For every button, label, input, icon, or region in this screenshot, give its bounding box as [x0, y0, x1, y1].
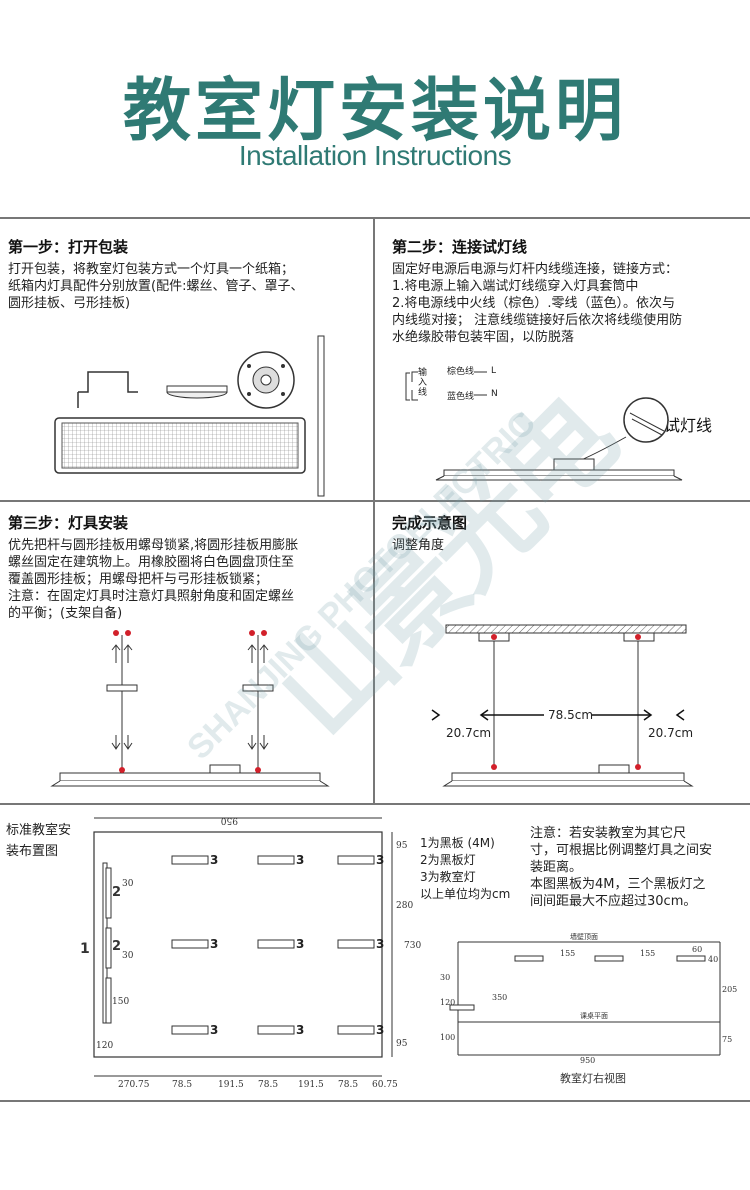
- side-top-dim: 155: [640, 949, 655, 958]
- plan-top-width: 950: [221, 815, 238, 825]
- complete-subtitle: 调整角度: [392, 538, 445, 553]
- step2-title: 第二步：连接试灯线: [392, 238, 528, 256]
- plan-left-dim: 30: [122, 951, 134, 961]
- side-right-dim: 75: [722, 1035, 732, 1044]
- wiring-n-label: N: [491, 389, 498, 399]
- dim-left: 20.7cm: [446, 726, 492, 740]
- plan-board-lamp-label-2: 2: [112, 939, 121, 954]
- side-right-dim: 205: [722, 985, 737, 994]
- divider-end: [0, 1100, 750, 1102]
- side-left-dim: 100: [440, 1033, 455, 1042]
- side-mid-dim: 350: [492, 993, 507, 1002]
- side-ceiling-label: 墙壁顶面: [570, 932, 598, 941]
- plan-lamp-label: 3: [296, 937, 304, 951]
- divider-mid: [0, 500, 750, 502]
- plan-bottom-dim: 191.5: [298, 1080, 324, 1090]
- plan-board-lamp-label-1: 2: [112, 885, 121, 900]
- side-top-dim: 155: [560, 949, 575, 958]
- plan-right-dim: 95: [396, 841, 408, 851]
- plan-blackboard-label: 1: [80, 941, 90, 957]
- side-desk-label: 课桌平面: [580, 1011, 608, 1020]
- side-caption: 教室灯右视图: [560, 1071, 626, 1085]
- step1-illustration: [54, 335, 325, 497]
- wiring-blue-label: 蓝色线: [447, 392, 475, 402]
- plan-lamp-label: 3: [376, 937, 384, 951]
- step1-title: 第一步：打开包装: [8, 238, 129, 256]
- plan-bottom-dim: 78.5: [172, 1080, 192, 1090]
- plan-lamp-label: 3: [376, 1023, 384, 1037]
- plan-bottom-dim: 270.75: [118, 1080, 150, 1090]
- wiring-brown-label: 棕色线: [447, 367, 475, 377]
- layout-note: 注意：若安装教室为其它尺寸，可根据比例调整灯具之间安装距离。本图黑板为4M，三个…: [530, 826, 713, 909]
- floor-plan: 950 1 2 2 3 3 3 3 3 3 3 3 3 95 280 730 9…: [80, 815, 421, 1090]
- divider-vertical: [373, 217, 375, 803]
- side-top-dim: 60: [692, 945, 702, 954]
- side-top-dim: 40: [708, 955, 718, 964]
- divider-bottom: [0, 803, 750, 805]
- plan-bottom-dim: 78.5: [338, 1080, 358, 1090]
- plan-lamp-label: 3: [210, 853, 218, 867]
- plan-lamp-label: 3: [296, 1023, 304, 1037]
- plan-bottom-dim: 60.75: [372, 1080, 398, 1090]
- dim-right: 20.7cm: [648, 726, 694, 740]
- test-wire-label: 试灯线: [664, 416, 713, 435]
- step3-title: 第三步：灯具安装: [8, 514, 129, 532]
- layout-title: 标准教室安装布置图: [6, 823, 72, 859]
- page-title: 教室灯安装说明: [122, 72, 627, 151]
- complete-illustration: [431, 624, 694, 787]
- step3-text: 优先把杆与圆形挂板用螺母锁紧,将圆形挂板用膨胀螺丝固定在建筑物上。用橡胶圈将白色…: [8, 538, 299, 621]
- divider-top: [0, 217, 750, 219]
- wiring-l-label: L: [491, 366, 497, 376]
- dim-center: 78.5cm: [548, 708, 594, 722]
- page-subtitle: Installation Instructions: [238, 140, 512, 171]
- plan-right-dim: 730: [404, 941, 421, 951]
- side-view: 墙壁顶面 课桌平面 155 155 60 40 30 120 100 350 2…: [440, 932, 737, 1085]
- plan-left-dim: 150: [112, 997, 129, 1007]
- plan-lamp-label: 3: [296, 853, 304, 867]
- plan-bottom-dim: 78.5: [258, 1080, 278, 1090]
- step2-illustration: [405, 371, 683, 481]
- step1-text: 打开包装，将教室灯包装方式一个灯具一个纸箱；纸箱内灯具配件分别放置(配件:螺丝、…: [8, 262, 304, 311]
- wiring-input-label: 输入线: [418, 368, 428, 398]
- plan-right-dim: 95: [396, 1039, 408, 1049]
- side-left-dim: 120: [440, 998, 455, 1007]
- plan-bottom-dim: 191.5: [218, 1080, 244, 1090]
- plan-left-dim: 30: [122, 879, 134, 889]
- plan-right-dim: 280: [396, 901, 413, 911]
- plan-lamp-label: 3: [376, 853, 384, 867]
- complete-title: 完成示意图: [392, 514, 468, 532]
- step2-text: 固定好电源后电源与灯杆内线缆连接，链接方式：1.将电源上输入端试灯线缆穿入灯具套…: [392, 262, 683, 345]
- side-bottom-dim: 950: [580, 1056, 595, 1065]
- plan-lamp-label: 3: [210, 1023, 218, 1037]
- step3-illustration: [50, 630, 330, 787]
- plan-left-dim: 120: [96, 1041, 113, 1051]
- plan-lamp-label: 3: [210, 937, 218, 951]
- side-left-dim: 30: [440, 973, 450, 982]
